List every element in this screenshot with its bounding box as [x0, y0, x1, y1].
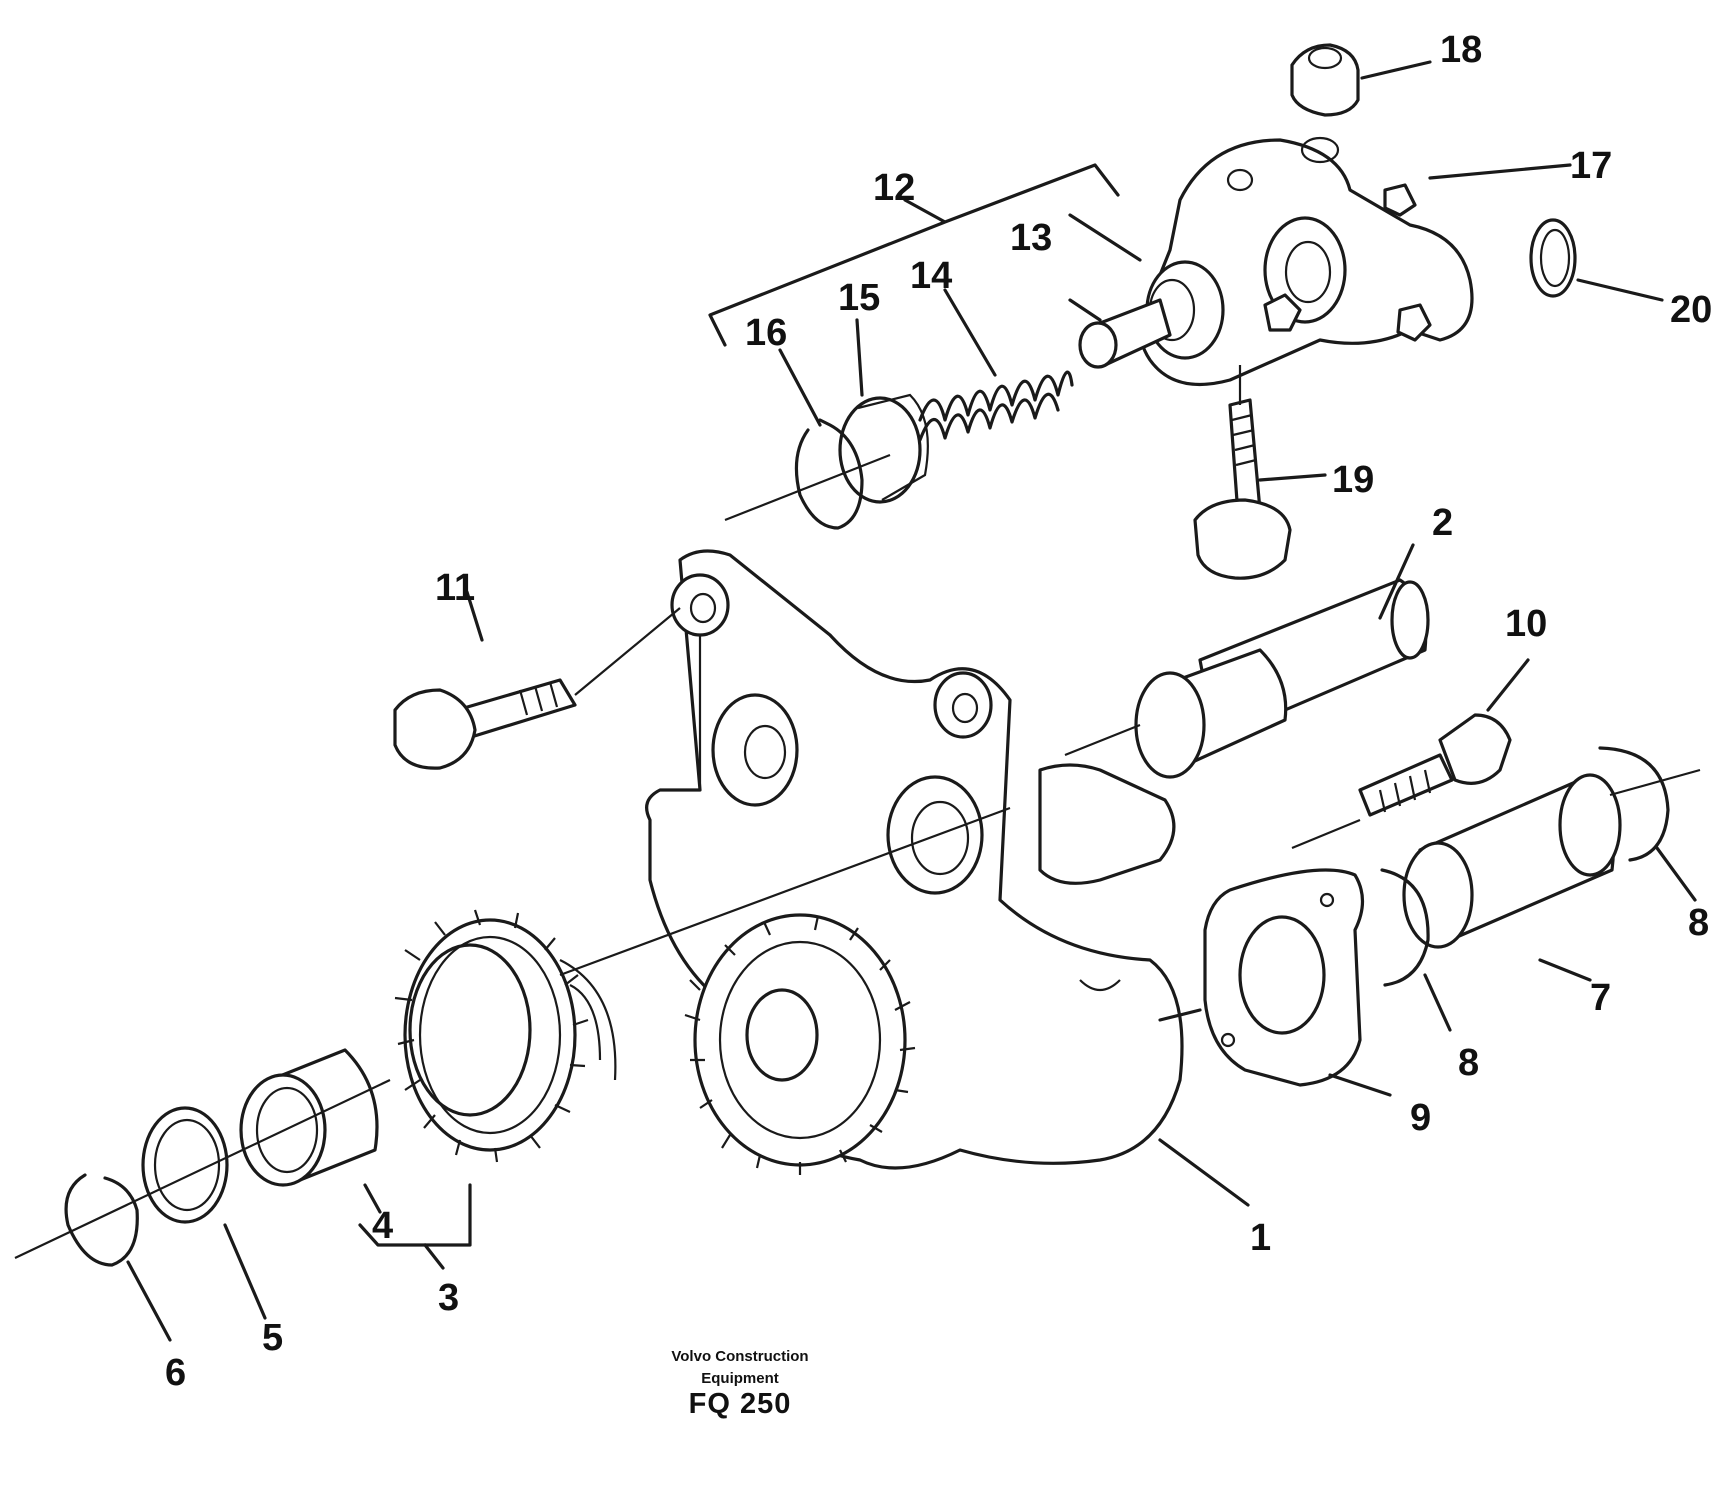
circlip-right — [1598, 746, 1670, 862]
valve-axis-line — [724, 453, 891, 522]
gear-axis-line — [14, 806, 1011, 1259]
label-part-1: 1 — [1250, 1217, 1271, 1259]
valve-housing — [1138, 136, 1474, 387]
pump-gear — [684, 913, 916, 1175]
label-part-9: 9 — [1410, 1097, 1431, 1139]
sleeve — [1402, 768, 1701, 949]
label-part-7: 7 — [1590, 977, 1611, 1019]
manufacturer-line-2: Equipment — [701, 1370, 779, 1387]
label-part-18: 18 — [1440, 29, 1482, 71]
label-part-13: 13 — [1010, 217, 1052, 259]
manufacturer-line-1: Volvo Construction — [671, 1348, 809, 1365]
label-part-20: 20 — [1670, 289, 1712, 331]
oring — [1529, 218, 1577, 298]
label-part-19: 19 — [1332, 459, 1374, 501]
bolt-11 — [393, 607, 681, 770]
washer — [141, 1106, 229, 1224]
model-code: FQ 250 — [688, 1388, 792, 1420]
mounting-bolt — [1193, 365, 1292, 580]
label-part-8-right: 8 — [1688, 902, 1709, 944]
valve-spring — [918, 370, 1074, 442]
snap-ring — [64, 1173, 139, 1267]
label-part-8-left: 8 — [1458, 1042, 1479, 1084]
valve-cap — [1290, 43, 1360, 117]
label-part-11: 11 — [435, 567, 475, 609]
label-part-16: 16 — [745, 312, 787, 354]
label-part-14: 14 — [910, 255, 952, 297]
valve-plunger — [1078, 298, 1172, 369]
cover-plate — [1203, 868, 1365, 1087]
label-part-12: 12 — [873, 167, 915, 209]
shaft — [1064, 578, 1430, 779]
label-part-4: 4 — [372, 1205, 393, 1247]
circlip-left — [1380, 868, 1430, 987]
drive-gear — [394, 909, 617, 1163]
label-part-17: 17 — [1570, 145, 1612, 187]
label-part-15: 15 — [838, 277, 880, 319]
label-part-3: 3 — [438, 1277, 459, 1319]
manufacturer-credit: Volvo Construction Equipment — [620, 1346, 860, 1390]
label-part-10: 10 — [1505, 603, 1547, 645]
bolt-10 — [1291, 713, 1512, 850]
leader-lines — [126, 60, 1697, 1342]
retaining-clip — [794, 418, 864, 530]
label-part-5: 5 — [262, 1317, 283, 1359]
label-part-6: 6 — [165, 1352, 186, 1394]
label-part-2: 2 — [1432, 502, 1453, 544]
callout-labels: 1 2 3 4 5 6 7 8 8 9 10 11 12 13 14 15 16… — [165, 29, 1712, 1394]
